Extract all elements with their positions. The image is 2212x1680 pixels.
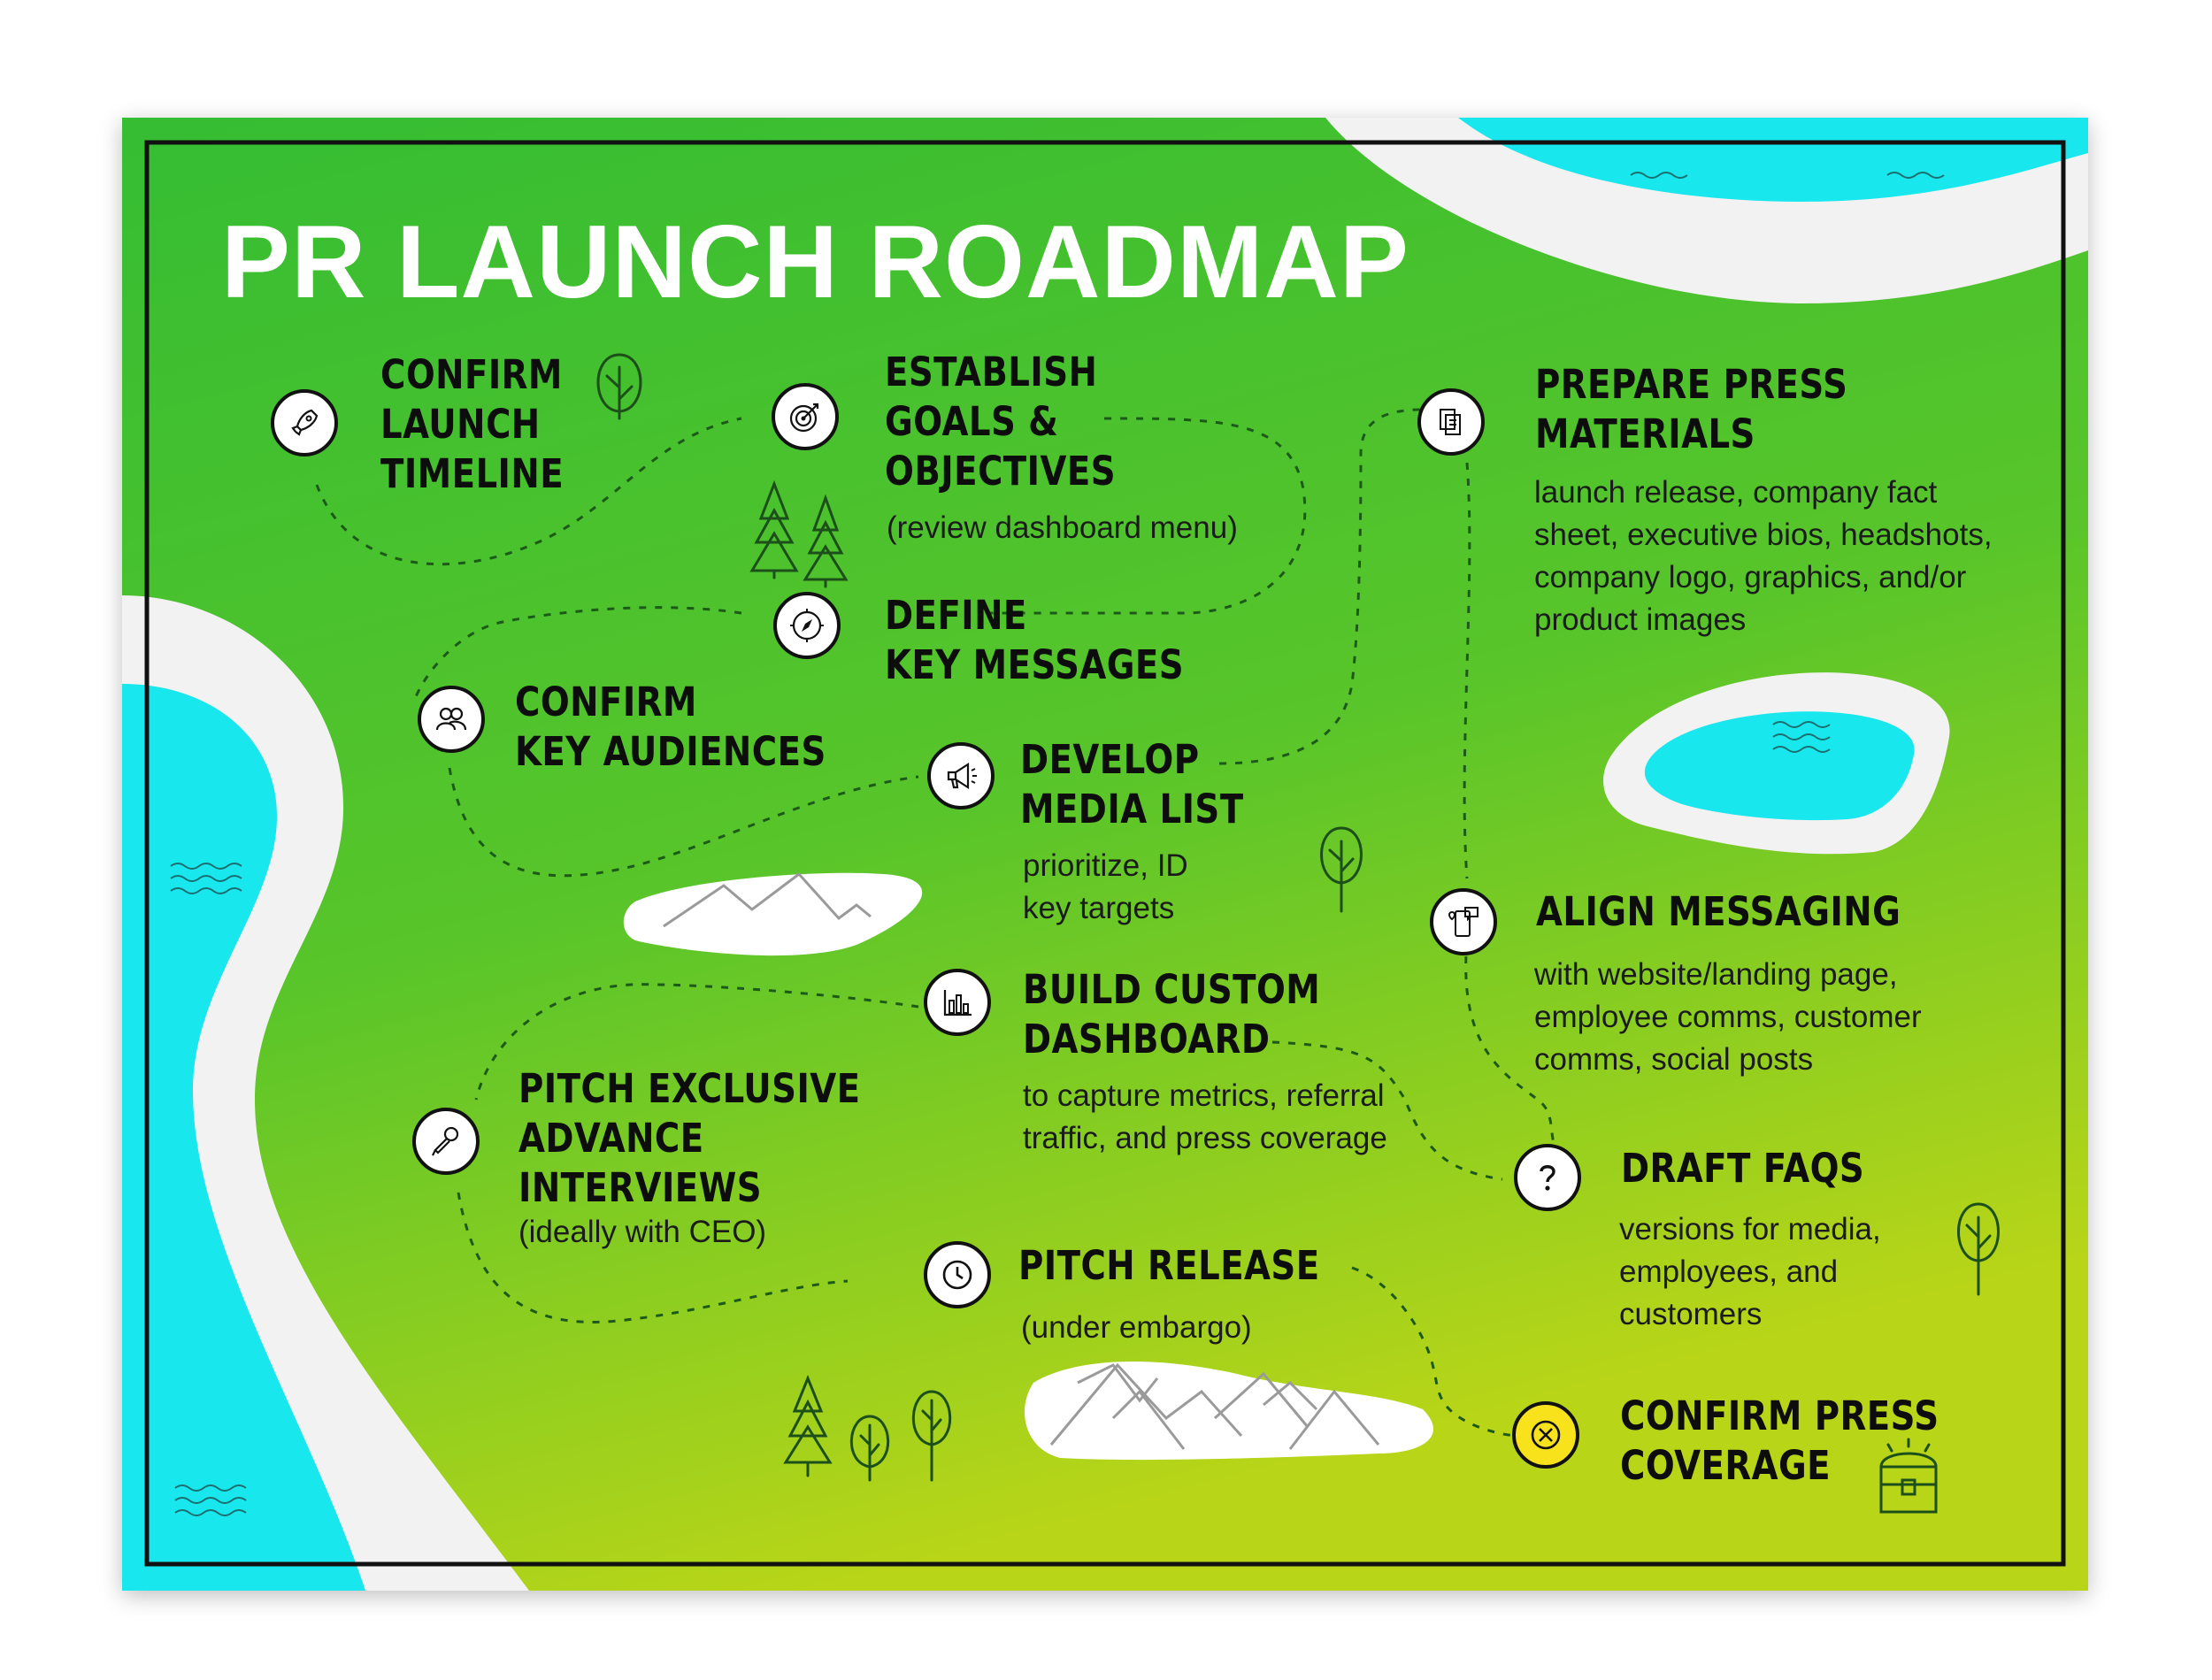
waves-left-top [170,863,242,894]
path-2-3 [980,417,1307,615]
path-10-11 [1464,940,1557,1149]
map-background [122,118,2088,1591]
megaphone-icon [927,742,995,809]
lake-water [1644,711,1915,821]
path-5-9 [1218,408,1424,765]
path-7-8 [457,1192,849,1323]
step-heading-pitch-release: PITCH RELEASE [1018,1242,1320,1289]
map-frame [144,140,2066,1567]
step-desc-pitch-exclusive-interviews: (ideally with CEO) [518,1215,767,1249]
path-1-2 [315,417,742,566]
documents-icon [1417,388,1485,456]
trees-bottom-left [783,1375,952,1482]
step-desc-pitch-release: (under embargo) [1021,1310,1252,1345]
bar-chart-icon [924,969,991,1036]
river-water-top-right [1458,118,2088,202]
step-desc-establish-goals: (review dashboard menu) [887,510,1238,545]
question-icon [1514,1144,1581,1211]
tree-icon-top [596,353,642,420]
pine-trees-left [749,479,849,588]
path-9-10 [1463,462,1471,879]
river-water-left [122,684,365,1591]
microphone-icon [412,1108,480,1175]
page-title: PR LAUNCH ROADMAP [221,203,1409,319]
path-4-5 [448,767,919,878]
step-desc-align-messaging: with website/landing page,employee comms… [1534,957,1922,1077]
mountain-island-bottom [1025,1362,1433,1461]
target-icon [772,383,839,450]
step-heading-draft-faqs: DRAFT FAQS [1621,1145,1865,1192]
treasure-chest-icon [1879,1438,1938,1514]
step-heading-align-messaging: ALIGN MESSAGING [1536,888,1901,935]
waves-top-right [1630,172,1945,179]
phone-chat-icon [1430,888,1497,955]
mountain-island-middle [623,872,923,956]
waves-left-bottom [174,1484,247,1516]
waves-lake [1772,721,1831,753]
people-icon [418,686,485,753]
tree-icon-middle [1320,826,1363,913]
x-mark-icon [1512,1401,1579,1469]
path-3-4 [412,606,742,702]
tree-icon-right [1957,1202,2000,1296]
compass-icon [773,592,841,659]
rocket-icon [271,389,338,456]
clock-icon [924,1241,991,1308]
